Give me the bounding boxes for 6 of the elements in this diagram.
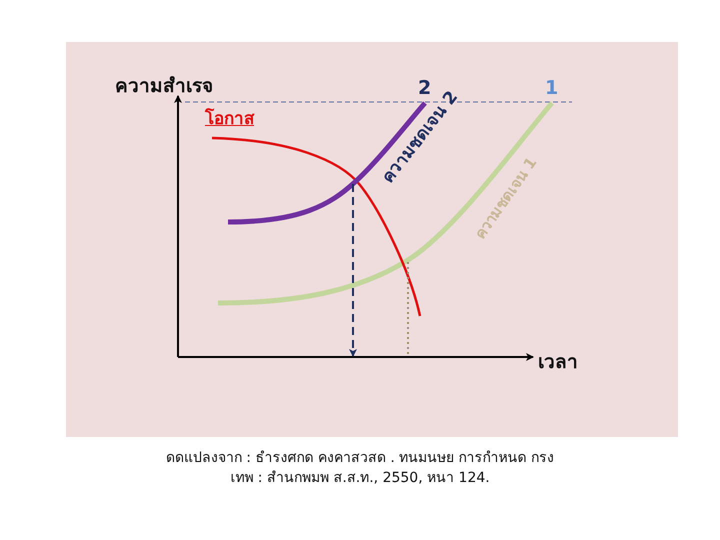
- curve-label: 2: [418, 78, 432, 99]
- axis-label: เวลา: [538, 352, 578, 373]
- axis-label: ความสำเรจ: [115, 76, 213, 97]
- curve-label: 1: [545, 78, 558, 99]
- source-caption: ดดแปลงจาก : ธำรงศกด คงคาสวสด . ทนมนษย การกำหนด กรงเทพ : สำนกพมพ ส.ส.ท., 2550, หนา 124.: [164, 449, 556, 488]
- curve-label: โอกาส: [205, 110, 254, 129]
